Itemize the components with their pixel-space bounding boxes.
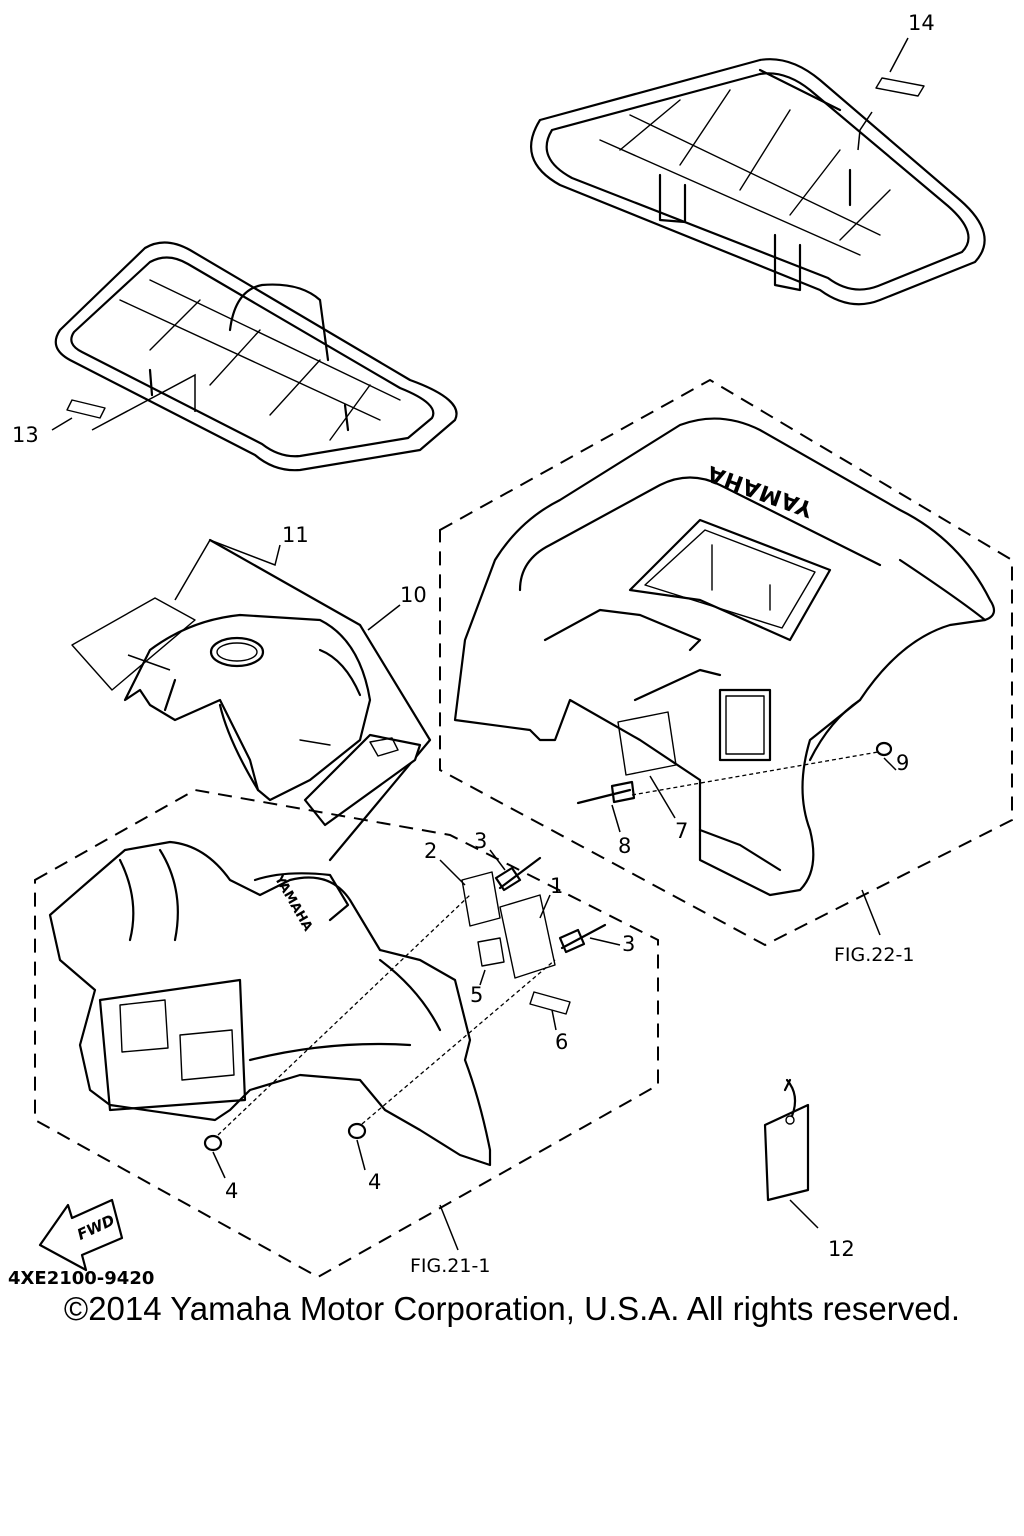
leader-fig21 (439, 1204, 459, 1251)
decal-7-illustration (617, 711, 677, 776)
decal-14-illustration (875, 77, 925, 97)
leader-4a (212, 1151, 226, 1179)
leader-3a (489, 849, 506, 871)
leader-6 (551, 1009, 557, 1031)
leader-7 (649, 775, 676, 819)
leader-13 (51, 373, 196, 431)
fwd-direction-arrow (38, 1198, 124, 1272)
callout-9: 9 (896, 751, 909, 775)
callout-2: 2 (424, 839, 437, 863)
leader-washer-line-b (361, 959, 556, 1125)
callout-13: 13 (12, 423, 39, 447)
washer-4b-illustration (347, 1122, 367, 1140)
rivet-3b-illustration (558, 923, 607, 954)
leader-9 (883, 757, 897, 771)
leader-2 (439, 859, 466, 886)
callout-1: 1 (550, 874, 563, 898)
callout-12: 12 (828, 1237, 855, 1261)
leader-washer-line-a (217, 894, 471, 1136)
leader-8 (611, 804, 621, 833)
decal-13-illustration (66, 399, 106, 419)
leader-12 (789, 1199, 819, 1229)
callout-14: 14 (908, 11, 935, 35)
figure-ref-rear[interactable]: FIG.22-1 (834, 944, 914, 966)
callout-4b: 4 (368, 1170, 381, 1194)
decal-5-illustration (477, 937, 505, 967)
callout-3a: 3 (474, 829, 487, 853)
label-tag-12-illustration (763, 1078, 810, 1202)
leader-5 (479, 969, 486, 986)
rivet-3a-illustration (494, 856, 542, 892)
leader-3b (589, 937, 621, 946)
washer-9-illustration (875, 741, 893, 757)
leader-10 (367, 604, 401, 631)
decal-10-illustration (299, 733, 422, 827)
leader-1 (539, 894, 551, 919)
callout-8: 8 (618, 834, 631, 858)
callout-4a: 4 (225, 1179, 238, 1203)
front-panel-group-boundary (208, 538, 432, 862)
callout-3b: 3 (622, 932, 635, 956)
front-panel-illustration (123, 613, 372, 802)
rear-carrier-illustration (530, 58, 986, 306)
figure-ref-front[interactable]: FIG.21-1 (410, 1255, 490, 1277)
bracket-2-illustration (461, 871, 501, 927)
decal-6-illustration (529, 991, 571, 1015)
rivet-8-illustration (576, 780, 636, 805)
leader-14 (857, 37, 909, 151)
diagram-part-number: 4XE2100-9420 (8, 1268, 154, 1289)
callout-10: 10 (400, 583, 427, 607)
copyright-notice: ©2014 Yamaha Motor Corporation, U.S.A. A… (63, 1290, 961, 1327)
rear-fender-illustration (453, 417, 996, 897)
callout-5: 5 (470, 983, 483, 1007)
callout-6: 6 (555, 1030, 568, 1054)
front-carrier-illustration (54, 241, 458, 472)
callout-11: 11 (282, 523, 309, 547)
callout-7: 7 (675, 819, 688, 843)
rear-fender-group-boundary (439, 378, 1013, 947)
front-fender-group-boundary (34, 788, 659, 1279)
plate-1-illustration (499, 894, 556, 979)
leader-11 (174, 539, 281, 601)
leader-4b (356, 1139, 366, 1171)
washer-4a-illustration (203, 1134, 223, 1152)
decal-11-illustration (71, 597, 196, 691)
front-fender-illustration (48, 840, 492, 1167)
leader-fig22 (861, 889, 881, 936)
